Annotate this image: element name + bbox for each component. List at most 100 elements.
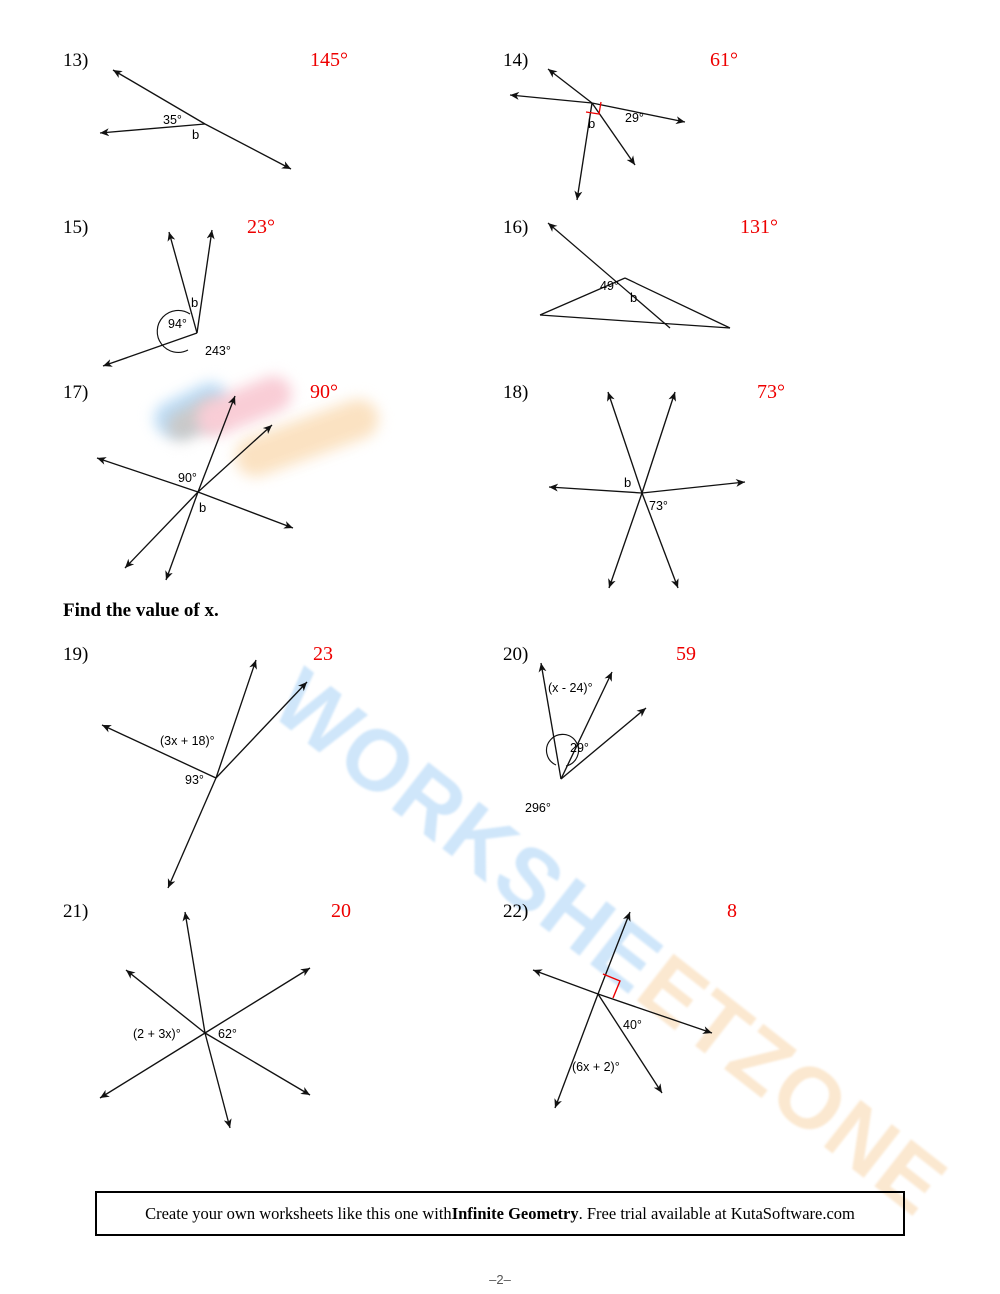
problem-17-unknown-label: b	[199, 500, 206, 515]
ray	[99, 123, 206, 137]
ray	[215, 659, 257, 779]
problem-16-figure: 49° b	[440, 200, 840, 390]
problem-14-unknown-label: b	[588, 116, 595, 131]
problem-16-answer: 131°	[740, 216, 778, 238]
ray	[204, 967, 311, 1034]
problem-17-number: 17)	[63, 382, 89, 403]
problem-19-angle-label: 93°	[185, 773, 204, 787]
problem-15-figure: 94° 243° b	[0, 200, 400, 390]
problem-16-unknown-label: b	[630, 290, 637, 305]
ray	[204, 123, 292, 170]
problem-21-figure: (2 + 3x)° 62°	[0, 890, 400, 1130]
ray	[167, 777, 217, 889]
ray	[165, 491, 199, 581]
problem-19-expression-label: (3x + 18)°	[160, 734, 215, 748]
reflex-angle-arc	[545, 733, 580, 767]
problem-16-angle-label: 49°	[600, 279, 619, 293]
ray	[641, 478, 746, 494]
problem-13-figure: 35° b	[0, 0, 400, 200]
problem-18-angle-label: 73°	[649, 499, 668, 513]
ray	[547, 222, 671, 329]
right-angle-marker	[585, 101, 602, 115]
problem-19-figure: (3x + 18)° 93°	[0, 640, 400, 900]
problem-20-number: 20)	[503, 644, 529, 665]
problem-13-angle-label: 35°	[163, 113, 182, 127]
problem-14-angle-label: 29°	[625, 111, 644, 125]
problem-21-angle-label: 62°	[218, 1027, 237, 1041]
ray	[641, 492, 679, 589]
problem-15-answer: 23°	[247, 216, 275, 238]
ray	[608, 492, 643, 589]
ray	[182, 911, 206, 1034]
problem-22-angle-label: 40°	[623, 1018, 642, 1032]
problem-22-figure: 40° (6x + 2)°	[440, 890, 840, 1130]
reflex-angle-arc	[156, 309, 191, 353]
problem-18-number: 18)	[503, 382, 529, 403]
ray	[124, 491, 199, 569]
ray	[196, 229, 215, 334]
problem-20-answer: 59	[676, 643, 696, 665]
ray	[197, 424, 273, 493]
problem-15-number: 15)	[63, 217, 89, 238]
problem-18-answer: 73°	[757, 381, 785, 403]
ray	[641, 391, 677, 494]
problem-21-answer: 20	[331, 900, 351, 922]
ray	[548, 483, 643, 494]
problem-13-answer: 145°	[310, 49, 348, 71]
ray	[112, 69, 206, 125]
ray	[215, 681, 308, 779]
ray	[99, 1032, 206, 1099]
promo-text-after: . Free trial available at KutaSoftware.c…	[578, 1203, 855, 1223]
problem-16-number: 16)	[503, 217, 529, 238]
ray	[167, 231, 198, 334]
promo-text-before: Create your own worksheets like this one…	[145, 1203, 452, 1223]
problem-19-answer: 23	[313, 643, 333, 665]
problem-18-figure: b 73°	[440, 370, 840, 595]
segment	[624, 277, 731, 329]
ray	[597, 993, 663, 1094]
ray	[204, 1032, 311, 1096]
problem-22-expression-label: (6x + 2)°	[572, 1060, 620, 1074]
segment	[539, 314, 731, 329]
problem-15-angle1-label: 94°	[168, 317, 187, 331]
promo-footer-box: Create your own worksheets like this one…	[95, 1191, 905, 1236]
page-number: –2–	[489, 1272, 511, 1287]
section-heading: Find the value of x.	[63, 600, 219, 621]
ray	[538, 662, 562, 780]
ray	[125, 969, 206, 1034]
problem-14-answer: 61°	[710, 49, 738, 71]
problem-17-figure: 90° b	[0, 370, 400, 595]
ray	[204, 1032, 232, 1129]
problem-20-reflex-label: 296°	[525, 801, 551, 815]
ray	[197, 491, 294, 529]
ray	[560, 707, 647, 780]
problem-20-expression-label: (x - 24)°	[548, 681, 593, 695]
problem-17-angle-label: 90°	[178, 471, 197, 485]
problem-14-number: 14)	[503, 50, 529, 71]
problem-14-figure: 29° b	[440, 0, 840, 220]
right-angle-marker	[602, 973, 621, 999]
segment	[539, 277, 626, 316]
problem-21-expression-label: (2 + 3x)°	[133, 1027, 181, 1041]
ray	[597, 911, 631, 995]
problem-22-answer: 8	[727, 900, 737, 922]
problem-20-figure: (x - 24)° 29° 296°	[440, 640, 840, 900]
problem-21-number: 21)	[63, 901, 89, 922]
problem-15-angle2-label: 243°	[205, 344, 231, 358]
ray	[607, 391, 643, 494]
ray	[547, 68, 593, 104]
ray	[532, 969, 599, 995]
ray	[591, 102, 686, 125]
ray	[574, 102, 593, 201]
ray	[101, 724, 217, 779]
problem-19-number: 19)	[63, 644, 89, 665]
ray	[102, 332, 198, 367]
problem-13-unknown-label: b	[192, 127, 199, 142]
ray	[597, 993, 713, 1034]
problem-22-number: 22)	[503, 901, 529, 922]
problem-15-unknown-label: b	[191, 295, 198, 310]
ray	[554, 993, 599, 1109]
ray	[560, 671, 613, 780]
problem-20-angle-label: 29°	[570, 741, 589, 755]
